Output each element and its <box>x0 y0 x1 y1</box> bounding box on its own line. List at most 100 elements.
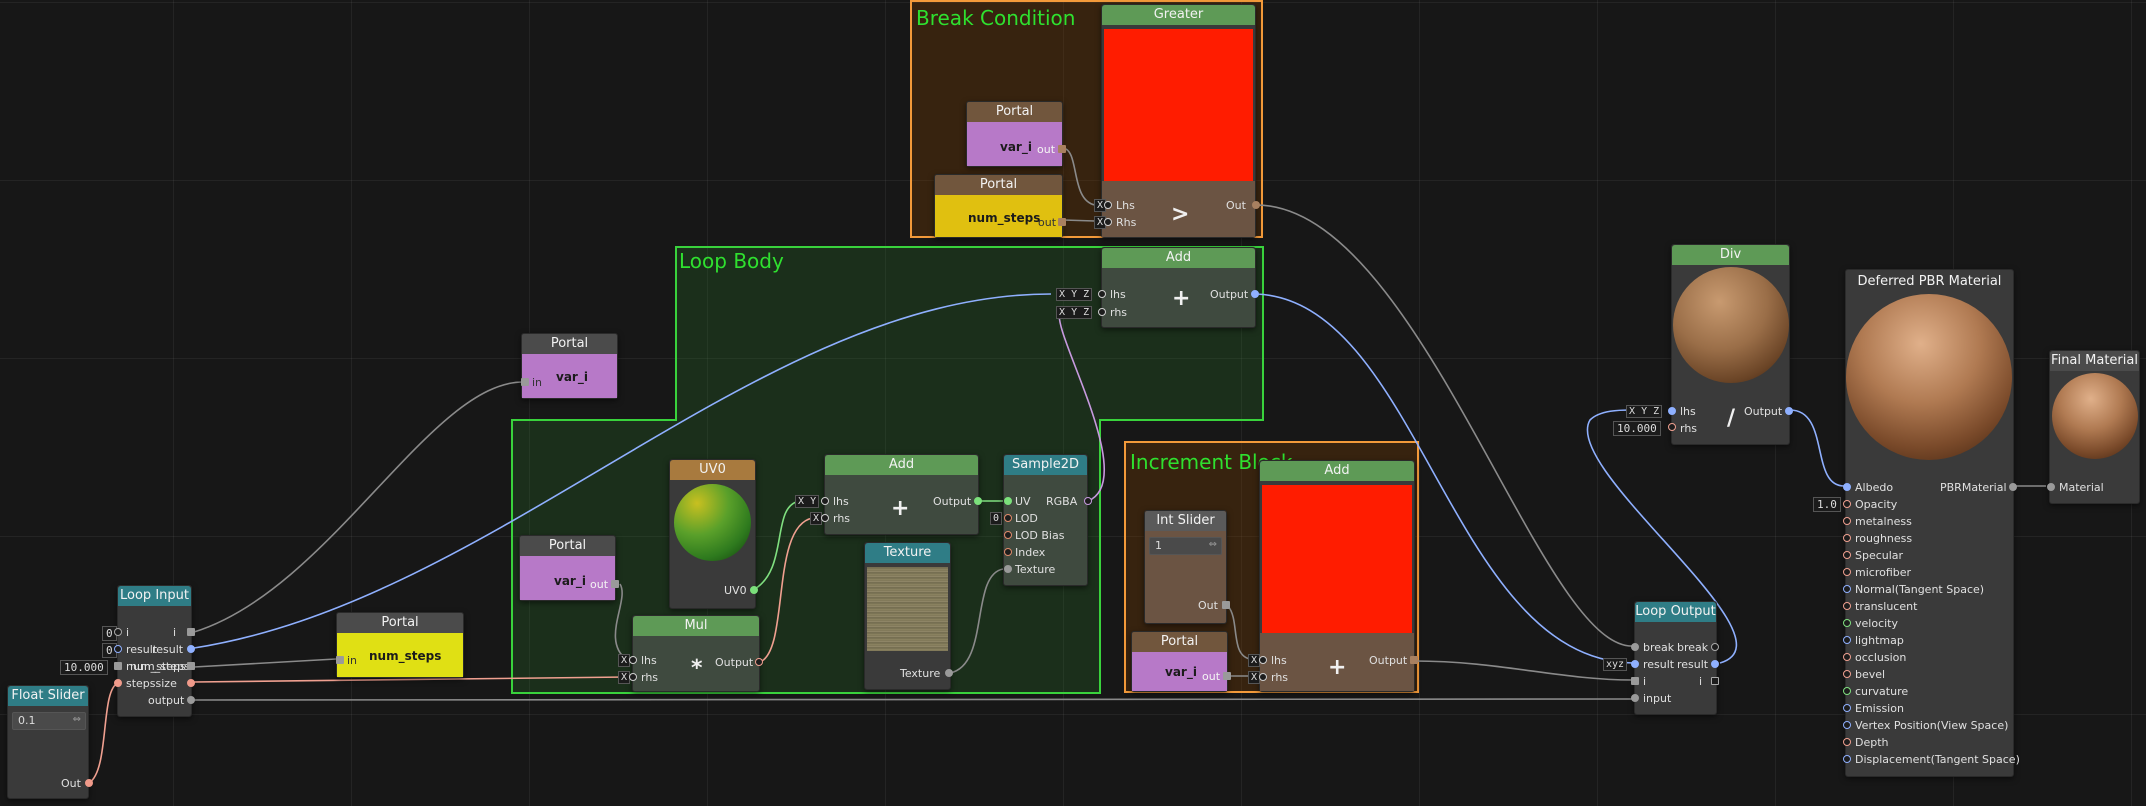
portal-body-var-i-header[interactable]: Portal <box>520 536 615 556</box>
uv0-header[interactable]: UV0 <box>670 460 755 480</box>
portal-bc-var-i-out-port[interactable] <box>1058 145 1066 153</box>
pbr-bevel-port[interactable] <box>1843 670 1851 678</box>
pbr-lightmap-port[interactable] <box>1843 636 1851 644</box>
loop-input-step-size-out-port[interactable] <box>187 679 195 687</box>
sample2d-texture-port[interactable] <box>1004 565 1012 573</box>
sample2d-uv-port[interactable] <box>1004 497 1012 505</box>
pbr-translucent-port[interactable] <box>1843 602 1851 610</box>
uv0-output-port[interactable] <box>750 586 758 594</box>
add-uv-node[interactable]: Add X Y lhs X rhs + Output <box>795 454 982 535</box>
pbr-albedo-port[interactable] <box>1843 483 1851 491</box>
loop-output-i-out-port[interactable] <box>1711 677 1719 685</box>
sample2d-index-port[interactable] <box>1004 548 1012 556</box>
div-header[interactable]: Div <box>1672 245 1789 265</box>
portal-num-steps-in-header[interactable]: Portal <box>337 613 463 633</box>
loop-output-header[interactable]: Loop Output <box>1635 602 1716 622</box>
loop-output-result-out-port[interactable] <box>1711 660 1719 668</box>
add-body-node[interactable]: Add X Y Z lhs X Y Z rhs + Output <box>1056 247 1259 328</box>
add-body-lhs-xyz[interactable]: X Y Z <box>1056 288 1093 301</box>
loop-input-i-in-port[interactable] <box>114 628 122 636</box>
div-node[interactable]: Div X Y Z lhs 10.000 rhs / Output <box>1613 244 1793 445</box>
portal-bc-num-steps-node[interactable]: Portal num_steps out <box>934 174 1066 238</box>
greater-node-header[interactable]: Greater <box>1102 5 1255 25</box>
div-rhs-port[interactable] <box>1668 423 1676 431</box>
greater-lhs-x[interactable]: X <box>1094 199 1107 212</box>
mul-rhs-port[interactable] <box>629 673 637 681</box>
pbr-normal-port[interactable] <box>1843 585 1851 593</box>
loop-input-step-size-in-port[interactable] <box>114 679 122 687</box>
portal-bc-num-steps-header[interactable]: Portal <box>935 175 1062 195</box>
sample2d-header[interactable]: Sample2D <box>1004 455 1087 475</box>
portal-num-steps-in-node[interactable]: Portal in num_steps <box>336 612 464 678</box>
pbr-opacity-port[interactable] <box>1843 500 1851 508</box>
sample2d-rgba-port[interactable] <box>1084 497 1092 505</box>
add-inc-lhs-port[interactable] <box>1259 656 1267 664</box>
pbr-roughness-port[interactable] <box>1843 534 1851 542</box>
mul-node[interactable]: Mul X lhs X rhs * Output <box>618 615 763 692</box>
greater-lhs-port[interactable] <box>1104 201 1112 209</box>
pbr-occlusion-port[interactable] <box>1843 653 1851 661</box>
pbr-metalness-port[interactable] <box>1843 517 1851 525</box>
add-body-rhs-port[interactable] <box>1098 308 1106 316</box>
sample2d-node[interactable]: Sample2D UV RGBA 0 LOD LOD Bias Index Te… <box>990 454 1092 586</box>
pbr-depth-port[interactable] <box>1843 738 1851 746</box>
loop-output-node[interactable]: Loop Output break break xyz result resul… <box>1603 601 1719 715</box>
int-slider-out-port[interactable] <box>1222 601 1230 609</box>
add-uv-header[interactable]: Add <box>825 455 978 475</box>
portal-bc-var-i-node[interactable]: Portal var_i out <box>966 101 1066 167</box>
add-uv-lhs-xy[interactable]: X Y <box>795 495 820 508</box>
div-rhs-value[interactable]: 10.000 <box>1613 421 1661 436</box>
uv0-node[interactable]: UV0 UV0 <box>669 459 758 609</box>
loop-input-node[interactable]: Loop Input 0 i i 0 result result 10.000 … <box>60 585 195 717</box>
add-body-output-port[interactable] <box>1251 290 1259 298</box>
pbr-vertex-position-port[interactable] <box>1843 721 1851 729</box>
mul-lhs-port[interactable] <box>629 656 637 664</box>
int-slider-node[interactable]: Int Slider 1⇔ Out <box>1144 510 1230 624</box>
mul-output-port[interactable] <box>755 658 763 666</box>
pbr-specular-port[interactable] <box>1843 551 1851 559</box>
loop-input-output-port[interactable] <box>187 696 195 704</box>
pbr-velocity-port[interactable] <box>1843 619 1851 627</box>
add-inc-header[interactable]: Add <box>1260 461 1414 481</box>
loop-input-result-in-port[interactable] <box>114 645 122 653</box>
add-inc-rhs-port[interactable] <box>1259 673 1267 681</box>
loop-output-break-in-port[interactable] <box>1631 643 1639 651</box>
final-material-header[interactable]: Final Material <box>2050 351 2139 371</box>
pbr-opacity-value[interactable]: 1.0 <box>1813 497 1841 512</box>
greater-rhs-port[interactable] <box>1104 218 1112 226</box>
loop-input-num-steps-in-port[interactable] <box>114 662 122 670</box>
portal-inc-var-i-header[interactable]: Portal <box>1132 632 1227 652</box>
add-body-lhs-port[interactable] <box>1098 290 1106 298</box>
float-slider-header[interactable]: Float Slider <box>8 686 88 706</box>
greater-node[interactable]: Greater X Lhs X Rhs > Out <box>1094 4 1260 238</box>
mul-header[interactable]: Mul <box>633 616 759 636</box>
break-condition-title[interactable]: Break Condition <box>916 6 1076 30</box>
loop-output-i-in-port[interactable] <box>1631 677 1639 685</box>
int-slider-header[interactable]: Int Slider <box>1145 511 1226 531</box>
portal-var-i-in-node[interactable]: Portal in var_i <box>521 333 618 399</box>
float-slider-node[interactable]: Float Slider 0.1⇔ Out <box>7 685 93 799</box>
int-slider-field[interactable]: 1⇔ <box>1149 537 1222 555</box>
sample2d-lod-bias-port[interactable] <box>1004 531 1012 539</box>
texture-node[interactable]: Texture Texture <box>864 542 953 690</box>
div-lhs-port[interactable] <box>1668 407 1676 415</box>
portal-var-i-in-header[interactable]: Portal <box>522 334 617 354</box>
loop-input-num-steps-out-port[interactable] <box>187 662 195 670</box>
pbr-displacement-port[interactable] <box>1843 755 1851 763</box>
float-slider-field[interactable]: 0.1⇔ <box>12 712 86 730</box>
loop-input-header[interactable]: Loop Input <box>118 586 191 606</box>
add-uv-rhs-port[interactable] <box>821 514 829 522</box>
portal-num-steps-in-port[interactable] <box>336 656 344 664</box>
loop-body-title[interactable]: Loop Body <box>679 249 784 273</box>
greater-out-port[interactable] <box>1252 201 1260 209</box>
portal-bc-num-steps-out-port[interactable] <box>1058 218 1066 226</box>
float-slider-out-port[interactable] <box>85 779 93 787</box>
add-inc-node[interactable]: Add X lhs X rhs + Output <box>1248 460 1418 692</box>
add-inc-output-port[interactable] <box>1410 656 1418 664</box>
loop-output-result-xyz[interactable]: xyz <box>1603 658 1628 671</box>
deferred-pbr-output-port[interactable] <box>2009 483 2017 491</box>
pbr-emission-port[interactable] <box>1843 704 1851 712</box>
pbr-microfiber-port[interactable] <box>1843 568 1851 576</box>
loop-input-result-default[interactable]: 0 <box>102 643 117 658</box>
